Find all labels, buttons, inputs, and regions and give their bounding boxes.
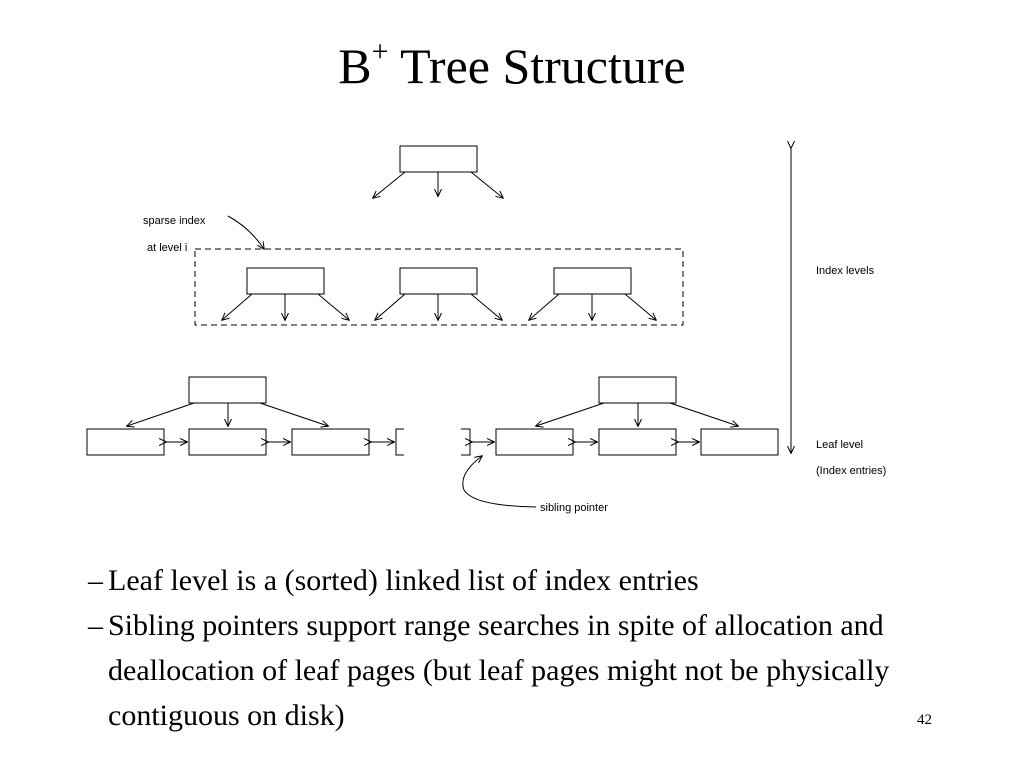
bullet-dash: – <box>88 564 103 597</box>
level-i-node-2-pointer-right <box>470 293 502 320</box>
level-i-node-1-pointer-left <box>222 293 253 320</box>
bullet-text: Leaf level is a (sorted) linked list of … <box>108 564 699 597</box>
leaf-parent-left-pointer-1 <box>127 402 195 426</box>
root-node <box>399 145 478 173</box>
index-entries-label: (Index entries) <box>816 465 886 477</box>
bullet-item-1: – Leaf level is a (sorted) linked list o… <box>88 558 948 603</box>
leaf-parent-node-right <box>598 376 677 404</box>
leaf-node-5 <box>495 428 574 456</box>
level-i-node-2 <box>399 267 478 295</box>
level-i-node-3-pointer-left <box>529 293 560 320</box>
index-levels-label: Index levels <box>816 265 875 277</box>
slide-title: B+ Tree Structure <box>0 34 1024 98</box>
sparse-index-label-line1: sparse index <box>143 215 206 227</box>
leaf-node-6 <box>598 428 677 456</box>
bullet-list: – Leaf level is a (sorted) linked list o… <box>88 558 948 738</box>
sparse-index-label-line2: at level i <box>147 242 187 254</box>
bullet-dash: – <box>88 609 103 642</box>
level-i-node-1-pointer-right <box>317 293 349 320</box>
title-rest: Tree Structure <box>388 38 686 94</box>
leaf-node-2 <box>188 428 267 456</box>
root-pointer-left <box>373 171 406 198</box>
title-base: B <box>338 38 372 94</box>
bullet-item-2: – Sibling pointers support range searche… <box>88 603 948 738</box>
root-pointer-right <box>470 171 503 198</box>
leaf-parent-node-left <box>188 376 267 404</box>
leaf-parent-left-pointer-3 <box>259 402 328 426</box>
leaf-node-3 <box>291 428 370 456</box>
b-plus-tree-diagram: sparse index at level i sibling pointer … <box>86 0 886 514</box>
page-number: 42 <box>917 712 932 728</box>
leaf-parent-right-pointer-1 <box>536 402 605 426</box>
level-i-node-3-pointer-right <box>624 293 656 320</box>
level-i-node-3 <box>553 267 632 295</box>
leaf-node-7 <box>700 428 779 456</box>
leaf-node-gap-right-bracket <box>461 428 471 456</box>
leaf-level-label: Leaf level <box>816 439 863 451</box>
level-i-dashed-box <box>194 248 684 326</box>
leaf-node-1 <box>86 428 165 456</box>
sibling-pointer-arrow <box>462 456 537 508</box>
level-i-node-2-pointer-left <box>375 293 406 320</box>
leaf-node-gap-left-bracket <box>395 428 404 456</box>
bullet-text: Sibling pointers support range searches … <box>108 609 890 732</box>
sparse-index-pointer <box>227 215 264 249</box>
level-i-node-1 <box>246 267 325 295</box>
sibling-pointer-label: sibling pointer <box>540 502 608 514</box>
leaf-parent-right-pointer-3 <box>669 402 738 426</box>
title-superscript: + <box>371 35 389 68</box>
